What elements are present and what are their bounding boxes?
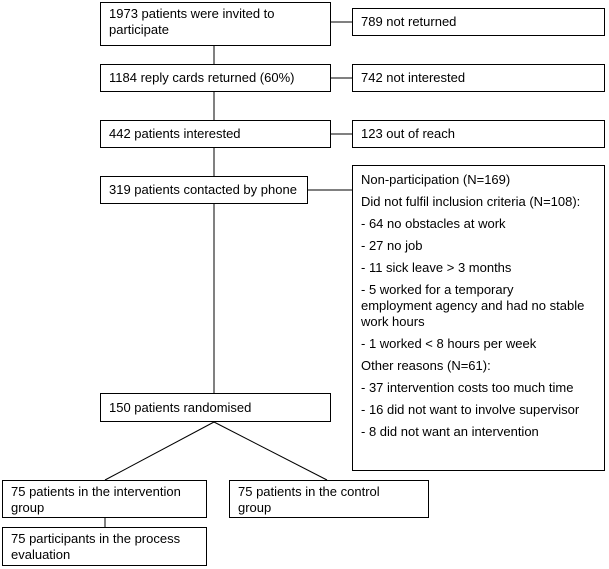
intervention-line-1: 75 patients in the intervention (11, 484, 181, 499)
reply-cards-text: 1184 reply cards returned (60%) (109, 70, 295, 85)
box-not-returned: 789 not returned (352, 8, 605, 36)
box-process-evaluation: 75 participants in the process evaluatio… (2, 527, 207, 566)
intervention-line-2: group (11, 500, 45, 515)
not-returned-text: 789 not returned (361, 14, 457, 29)
control-line-1: 75 patients in the control (238, 484, 380, 499)
invited-line-1: 1973 patients were invited to (109, 6, 275, 21)
other-heading: Other reasons (N=61): (361, 358, 491, 373)
split-intervention (104, 421, 215, 481)
other-item: - 16 did not want to involve supervisor (361, 402, 580, 417)
box-reply-cards: 1184 reply cards returned (60%) (100, 64, 331, 92)
out-of-reach-text: 123 out of reach (361, 126, 455, 141)
process-line-1: 75 participants in the process (11, 531, 181, 546)
box-invited: 1973 patients were invited to participat… (100, 2, 331, 46)
not-interested-text: 742 not interested (361, 70, 466, 85)
invited-line-2: participate (109, 22, 169, 37)
inclusion-item: - 27 no job (361, 238, 423, 253)
contacted-text: 319 patients contacted by phone (109, 182, 297, 197)
box-interested: 442 patients interested (100, 120, 331, 148)
process-line-2: evaluation (11, 547, 71, 562)
other-item: - 37 intervention costs too much time (361, 380, 574, 395)
box-out-of-reach: 123 out of reach (352, 120, 605, 148)
inclusion-item-line: work hours (361, 314, 425, 329)
inclusion-item-line: employment agency and had no stable (361, 298, 585, 313)
randomised-text: 150 patients randomised (109, 400, 252, 415)
inclusion-item: - 1 worked < 8 hours per week (361, 336, 537, 351)
inclusion-item: - 11 sick leave > 3 months (361, 260, 512, 275)
non-participation-title: Non-participation (N=169) (361, 172, 511, 187)
control-line-2: group (238, 500, 272, 515)
box-control-group: 75 patients in the control group (229, 480, 429, 518)
box-not-interested: 742 not interested (352, 64, 605, 92)
other-item: - 8 did not want an intervention (361, 424, 539, 439)
inclusion-heading: Did not fulfil inclusion criteria (N=108… (361, 194, 581, 209)
split-control (213, 421, 328, 481)
inclusion-item: - 64 no obstacles at work (361, 216, 506, 231)
box-intervention-group: 75 patients in the intervention group (2, 480, 207, 518)
inclusion-item-multiline: - 5 worked for a temporary employment ag… (361, 282, 596, 330)
box-contacted: 319 patients contacted by phone (100, 176, 308, 204)
box-randomised: 150 patients randomised (100, 393, 331, 422)
box-non-participation: Non-participation (N=169) Did not fulfil… (352, 165, 605, 471)
interested-text: 442 patients interested (109, 126, 241, 141)
inclusion-item-line: - 5 worked for a temporary (361, 282, 514, 297)
